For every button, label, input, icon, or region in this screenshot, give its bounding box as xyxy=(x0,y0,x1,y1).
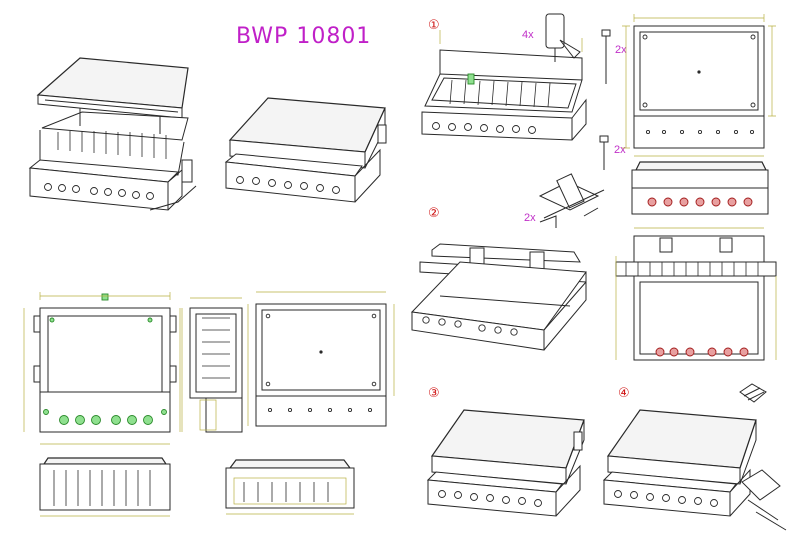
step-1-marker: ① xyxy=(428,18,440,33)
assembled-iso-view xyxy=(224,97,387,203)
step-1-base-view xyxy=(421,13,611,170)
quantity-2x-top-label: 2x xyxy=(615,44,627,56)
exploded-view xyxy=(28,57,197,211)
front-elevation-view xyxy=(631,161,769,215)
step-4-closed-view xyxy=(602,383,787,531)
step-2-marker: ② xyxy=(428,206,440,221)
step-3-closed-view xyxy=(426,409,585,517)
step-2-elevation-view xyxy=(615,227,777,361)
step-3-marker: ③ xyxy=(428,386,440,401)
bottom-section-view-left xyxy=(39,457,171,517)
quantity-4x-label: 4x xyxy=(522,29,534,41)
din-rail-clip-detail xyxy=(538,173,605,228)
top-right-plan-view xyxy=(622,14,776,157)
model-title: BWP 10801 xyxy=(236,24,372,49)
front-view-drawing xyxy=(23,292,181,445)
rear-plan-view xyxy=(247,291,395,427)
bottom-section-view-right xyxy=(225,459,355,515)
step-4-marker: ④ xyxy=(618,386,630,401)
quantity-2x-bottom-label: 2x xyxy=(614,144,626,156)
step-2-din-rail-view xyxy=(410,243,587,351)
quantity-2x-rail-label: 2x xyxy=(524,212,536,224)
side-section-view xyxy=(181,297,243,433)
